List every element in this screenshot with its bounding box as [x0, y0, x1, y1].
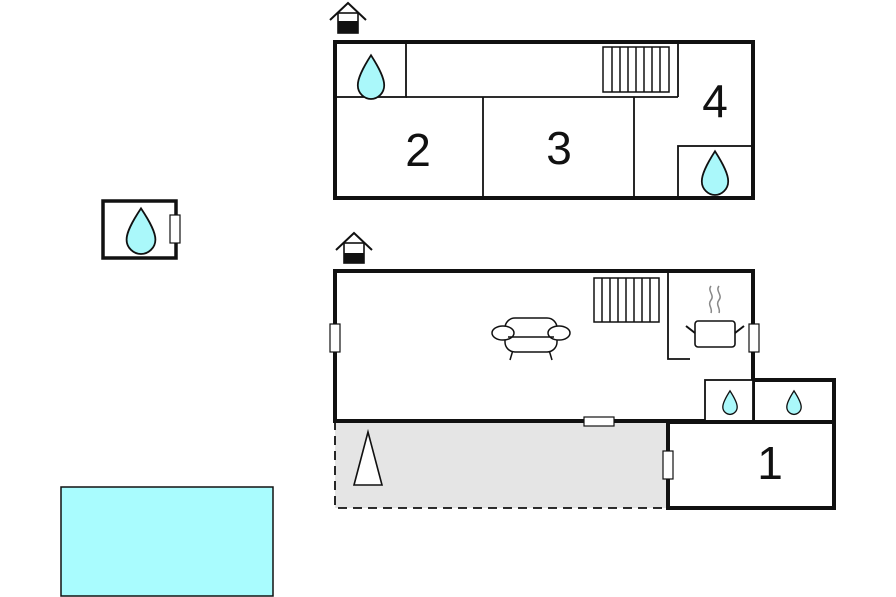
parasol-icon: [352, 428, 384, 486]
upper-floor: 2 3 4: [329, 1, 755, 200]
door: [169, 214, 181, 244]
house-icon: [335, 231, 373, 264]
terrace: [334, 421, 668, 509]
door: [662, 450, 674, 480]
house-icon: [329, 1, 367, 34]
door: [748, 323, 760, 353]
swimming-pool: [60, 486, 274, 597]
cooking-pot-icon: [685, 285, 745, 348]
stairs-icon: [593, 277, 660, 323]
ground-floor: 1: [329, 231, 836, 510]
kitchen-partition: [667, 271, 690, 360]
room-label-3: 3: [546, 122, 572, 174]
detached-bathroom: [101, 199, 181, 260]
room-label-4: 4: [702, 75, 728, 127]
door: [329, 323, 341, 353]
room-label-2: 2: [405, 124, 431, 176]
upper-floor-outline: [333, 40, 755, 200]
bedroom-1-outline: [666, 420, 836, 510]
sofa-icon: [491, 317, 571, 361]
stairs-icon: [602, 46, 670, 93]
door: [583, 416, 615, 427]
room-label-1: 1: [757, 437, 783, 489]
